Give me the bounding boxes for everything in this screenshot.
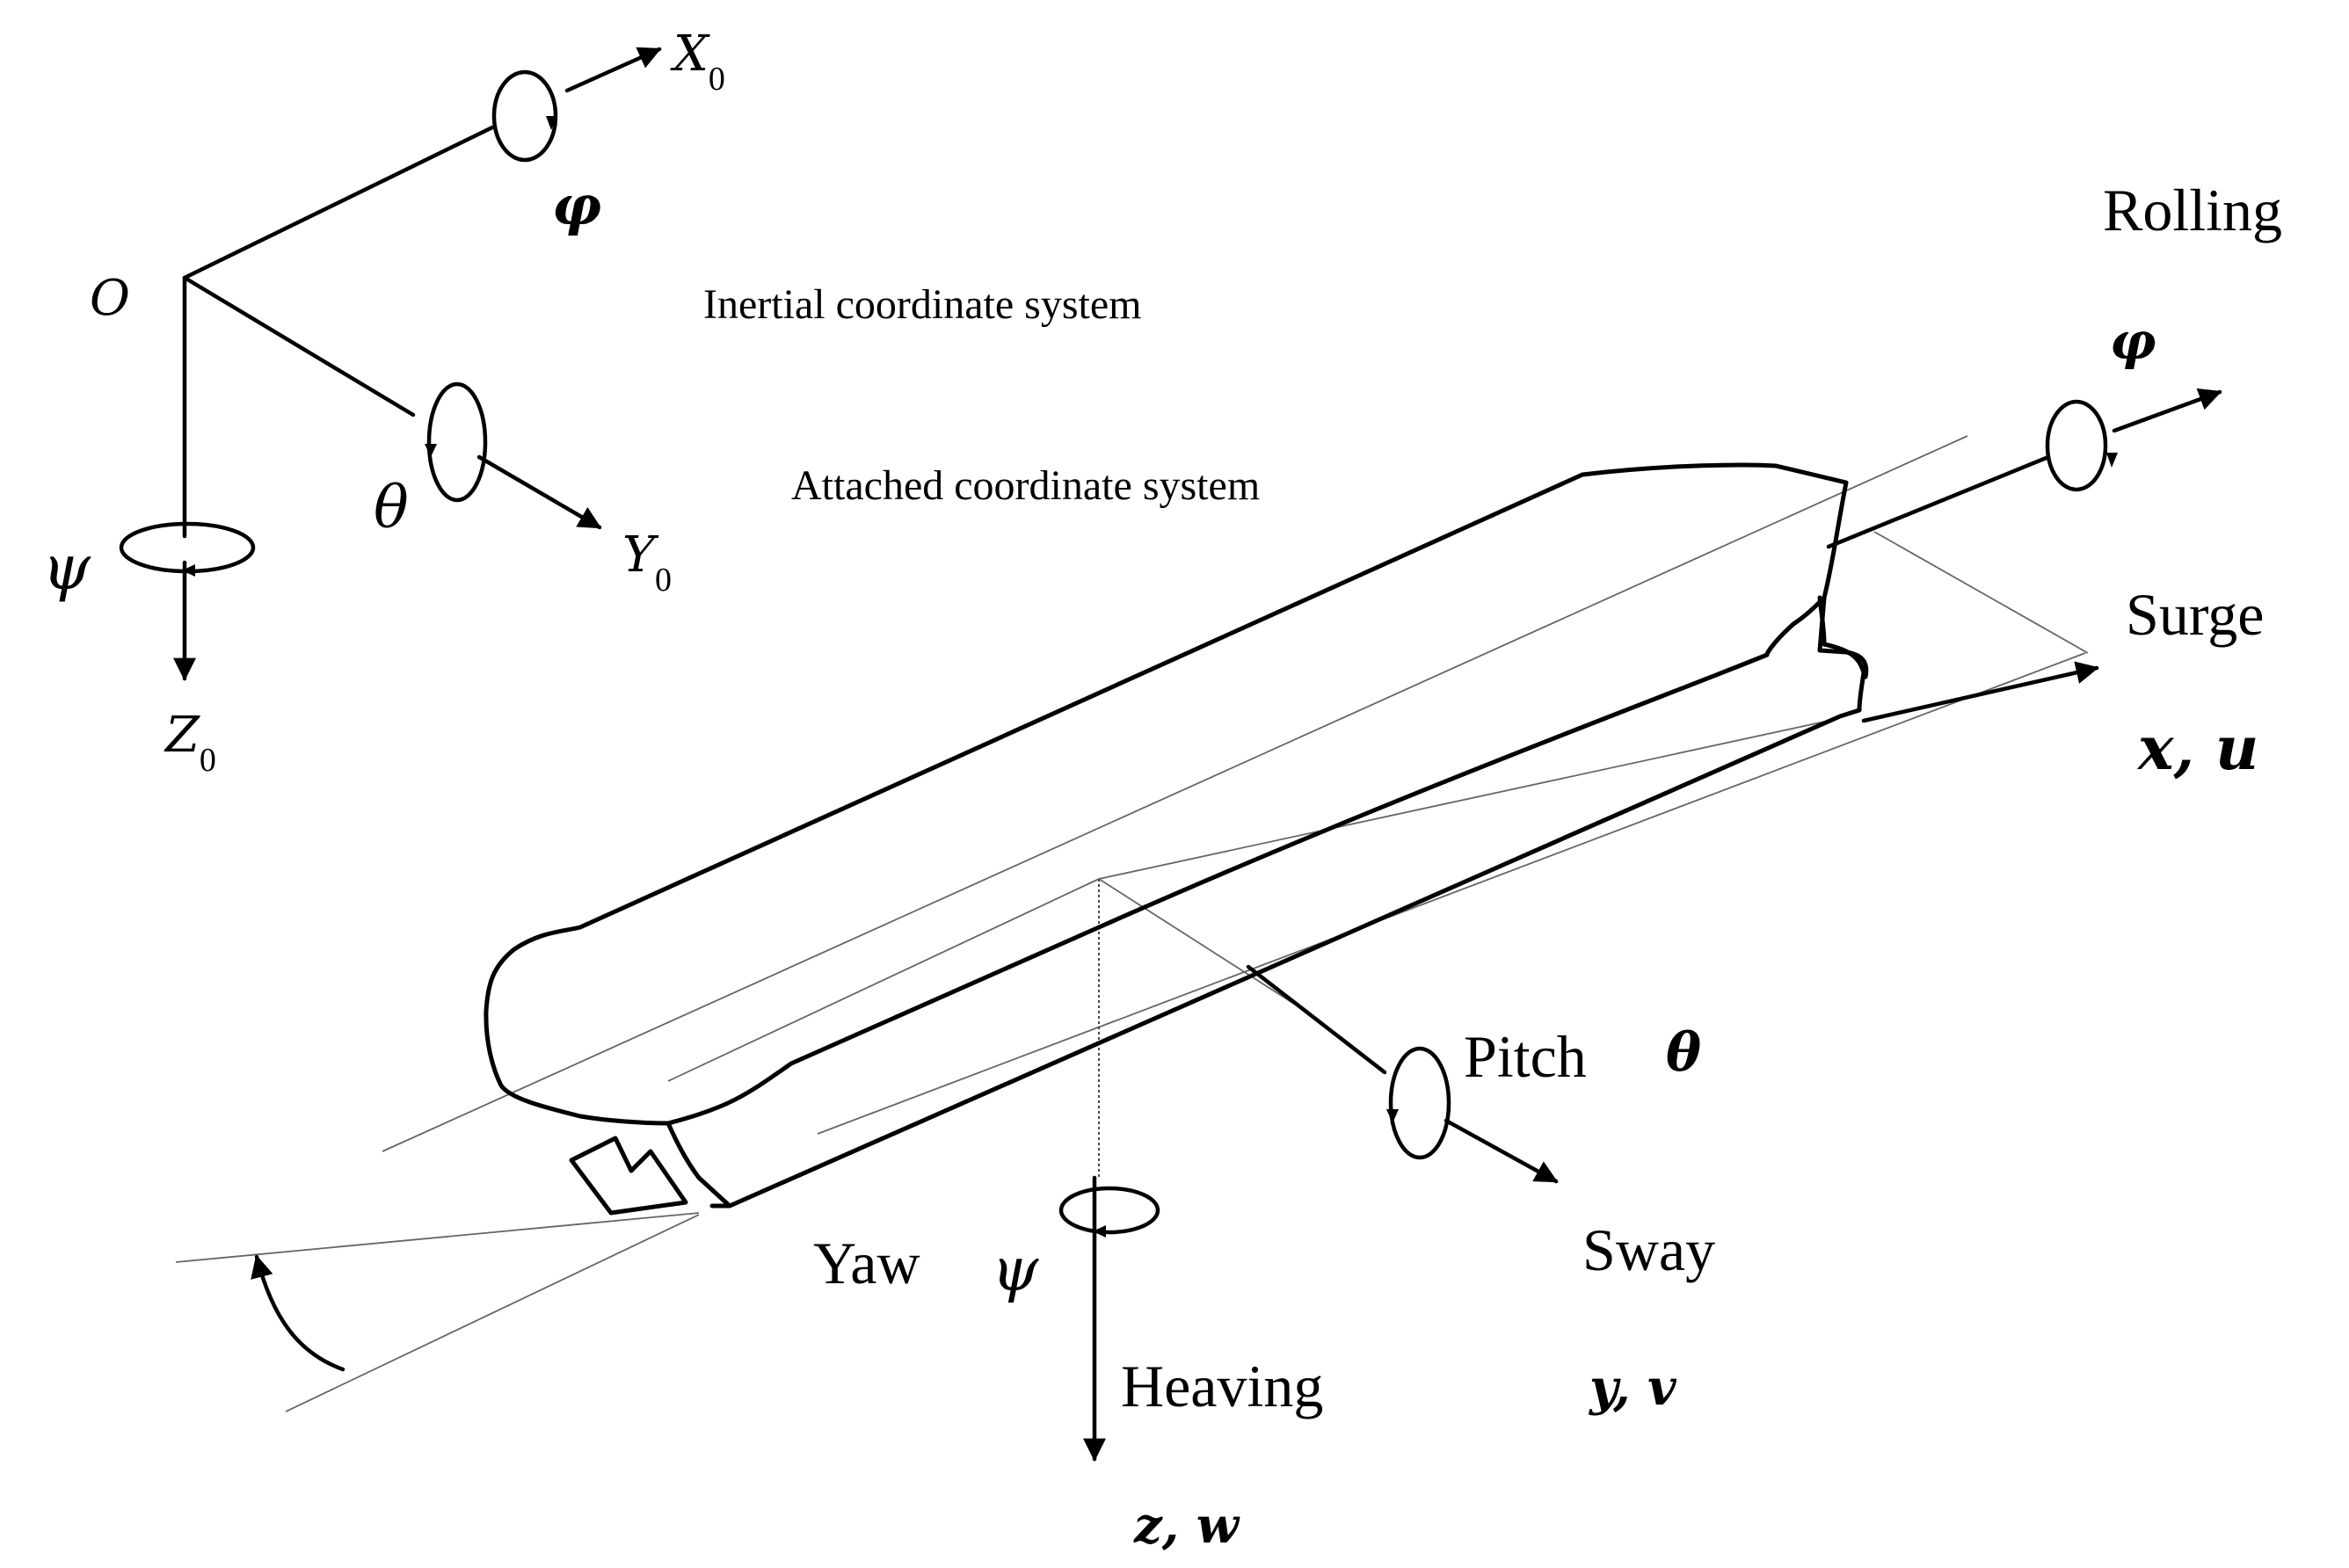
- inertial-x-axis: [182, 125, 495, 280]
- heaving-label: Heaving: [1121, 1353, 1323, 1419]
- attached-yaw-circle: [1058, 1186, 1160, 1235]
- attached-y-arrow: [1444, 1118, 1559, 1184]
- inertial-x-label: X0: [670, 25, 725, 98]
- rudder: [569, 1136, 688, 1216]
- construction-line-bottom: [817, 652, 2086, 1135]
- inertial-x-arrow: [564, 47, 662, 93]
- construction-line-diag: [1098, 878, 1320, 1020]
- surge-vars: x, u: [2136, 714, 2258, 784]
- inertial-roll-symbol: φ: [552, 173, 601, 237]
- surge-label: Surge: [2126, 581, 2264, 648]
- attached-roll-circle: [2045, 399, 2108, 492]
- inertial-yaw-symbol: ψ: [42, 532, 91, 604]
- construction-line-lower-stern: [285, 1214, 700, 1412]
- attached-yaw-arrowhead: [1093, 1225, 1106, 1238]
- attached-pitch-arrowhead: [1386, 1109, 1399, 1123]
- construction-line-bow: [1873, 531, 2089, 654]
- inertial-pitch-arrowhead: [425, 444, 437, 457]
- hull-bow-edge: [1817, 595, 1869, 679]
- inertial-roll-arrowhead: [546, 116, 557, 130]
- attached-yaw-symbol: ψ: [992, 1236, 1039, 1305]
- construction-line-upper-stern: [175, 1212, 700, 1263]
- inertial-yaw-arrowhead: [182, 564, 195, 577]
- inertial-pitch-circle: [426, 381, 488, 503]
- attached-x-axis: [1826, 454, 2051, 549]
- attached-frame: Rolling φ Surge x, u Pitch θ Sway y, v Y…: [791, 177, 2282, 1555]
- hull-outline: [484, 462, 1849, 1126]
- attached-x-arrow: [2112, 388, 2222, 433]
- inertial-z-label: Z0: [164, 707, 216, 779]
- rolling-label: Rolling: [2103, 177, 2282, 243]
- construction-line-mid-b: [667, 878, 1100, 1082]
- hull-stern-bottom: [665, 1121, 732, 1209]
- attached-y-axis: [1246, 964, 1387, 1075]
- heave-vars: z, w: [1133, 1497, 1240, 1555]
- inertial-frame: O X0 Y0 Z0 φ θ ψ Inertial coordinate sys…: [42, 25, 1142, 779]
- construction-line-top: [382, 435, 1968, 1152]
- inertial-caption: Inertial coordinate system: [703, 281, 1142, 328]
- attached-roll-arrowhead: [2106, 453, 2118, 468]
- inertial-y-arrow: [476, 454, 602, 530]
- ship-hull: [175, 435, 2089, 1412]
- hull-keel: [727, 595, 1866, 1209]
- sway-label: Sway: [1582, 1216, 1715, 1283]
- inertial-y-label: Y0: [622, 526, 672, 599]
- construction-line-mid-a: [1098, 720, 1829, 880]
- inertial-pitch-symbol: θ: [374, 474, 409, 541]
- attached-roll-symbol: φ: [2110, 311, 2156, 371]
- heading-angle-arc: [251, 1254, 345, 1372]
- surge-arrow: [1861, 661, 2099, 723]
- sway-vars: y, v: [1588, 1359, 1677, 1417]
- attached-pitch-circle: [1388, 1046, 1451, 1160]
- attached-pitch-symbol: θ: [1666, 1022, 1701, 1084]
- inertial-yaw-circle: [119, 521, 256, 574]
- inertial-y-axis: [182, 275, 416, 417]
- attached-caption: Attached coordinate system: [791, 462, 1260, 509]
- inertial-origin-label: O: [90, 270, 130, 327]
- yaw-label: Yaw: [813, 1230, 920, 1296]
- pitch-label: Pitch: [1464, 1023, 1587, 1090]
